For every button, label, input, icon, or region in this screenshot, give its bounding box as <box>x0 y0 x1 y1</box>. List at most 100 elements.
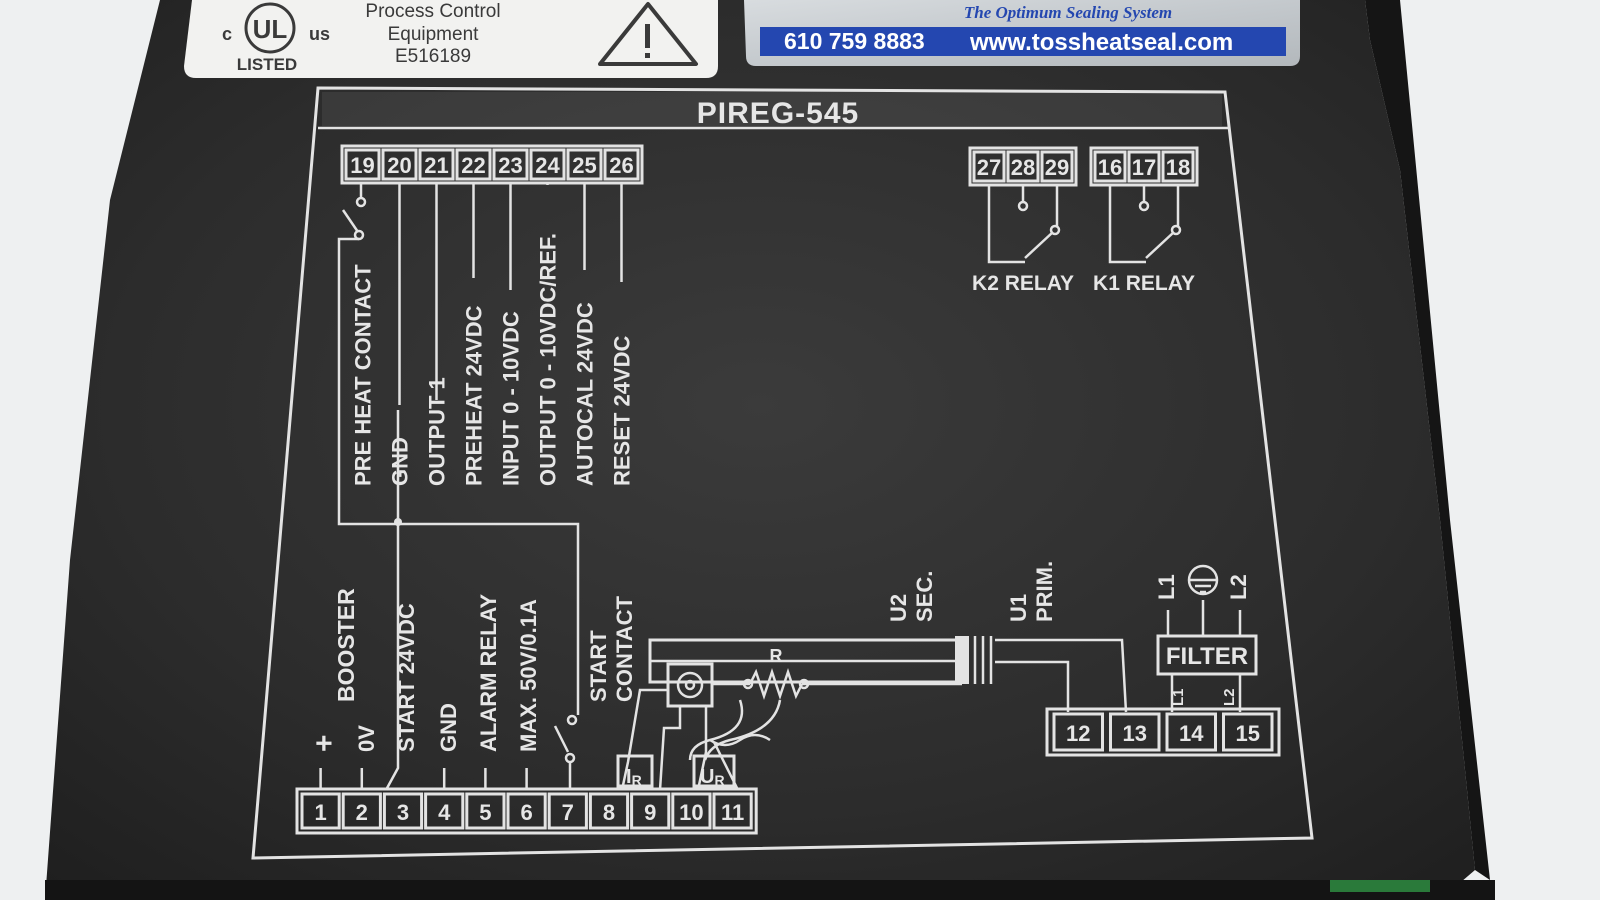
panel-title: PIREG-545 <box>697 97 859 130</box>
u2-sec-label: SEC. <box>912 571 937 622</box>
resistor-icon <box>748 668 804 700</box>
top-label: OUTPUT 0 - 10VDC/REF. <box>536 233 561 486</box>
ir-label: IR <box>626 766 642 788</box>
top-label: OUTPUT 1 <box>425 377 450 486</box>
l2-label: L2 <box>1226 574 1251 600</box>
terminal-27 <box>972 150 1006 183</box>
terminal-number: 8 <box>603 800 615 825</box>
terminal-15 <box>1222 712 1274 752</box>
terminal-13 <box>1109 712 1161 752</box>
transformer-icon <box>955 636 993 684</box>
k2-relay-node <box>1017 200 1029 212</box>
terminal-19 <box>344 148 381 181</box>
current-sensor-icon <box>676 671 704 699</box>
terminal-number: 17 <box>1132 155 1156 180</box>
terminal-24 <box>529 148 566 181</box>
terminal-number: 3 <box>397 800 409 825</box>
ul-mark: UL <box>253 14 288 44</box>
terminal-number: 15 <box>1236 721 1260 746</box>
terminal-number: 2 <box>356 800 368 825</box>
device-body <box>45 0 1495 900</box>
terminal-number: 23 <box>498 153 522 178</box>
terminal-number: 18 <box>1166 155 1190 180</box>
top-label: INPUT 0 - 10VDC <box>499 311 524 486</box>
bottom-label: START <box>586 630 611 702</box>
terminal-number: 20 <box>387 153 411 178</box>
terminal-number: 10 <box>679 800 703 825</box>
filter-label: FILTER <box>1166 643 1248 670</box>
k1-relay-node <box>1138 200 1150 212</box>
ul-sticker: c UL us LISTED Process Control Equipment… <box>184 0 718 78</box>
terminal-5 <box>465 792 506 830</box>
terminal-number: 14 <box>1179 721 1204 746</box>
k1-relay-contact-icon <box>1108 185 1146 264</box>
terminal-14 <box>1165 712 1217 752</box>
ul-line-1: Process Control <box>365 1 500 22</box>
terminal-number: 9 <box>644 800 656 825</box>
terminal-17 <box>1127 150 1161 183</box>
k1-relay-switch <box>1145 231 1175 259</box>
ur-label: UR <box>700 766 725 788</box>
bottom-label: 0V <box>354 725 379 752</box>
terminal-4 <box>424 792 465 830</box>
k2-relay-node <box>1049 224 1061 236</box>
terminal-12 <box>1052 712 1104 752</box>
terminal-number: 22 <box>461 153 485 178</box>
l1-label: L1 <box>1154 574 1179 600</box>
terminal-10 <box>671 792 712 830</box>
ul-c-mark: c <box>222 24 232 44</box>
terminal-8 <box>588 792 630 830</box>
terminal-number: 21 <box>424 153 448 178</box>
warning-triangle-icon <box>598 2 698 66</box>
terminal-number: 4 <box>438 800 451 825</box>
brand-tagline: The Optimum Sealing System <box>964 3 1172 22</box>
top-label: PREHEAT 24VDC <box>462 305 487 486</box>
terminal-number: 29 <box>1045 155 1069 180</box>
u2-label: U2 <box>886 594 911 622</box>
u1-label: U1 <box>1006 594 1031 622</box>
k2-relay-contact-icon <box>987 185 1025 264</box>
terminal-29 <box>1040 150 1074 183</box>
ul-line-2: Equipment <box>388 24 480 45</box>
k2-relay-switch <box>1024 231 1054 259</box>
terminal-number: 28 <box>1011 155 1035 180</box>
terminal-28 <box>1006 150 1040 183</box>
terminal-number: 24 <box>535 153 560 178</box>
terminal-3 <box>382 792 424 830</box>
k1-relay-node <box>1170 224 1182 236</box>
terminal-7 <box>547 792 588 830</box>
brand-band <box>760 27 1286 56</box>
brand-website: www.tossheatseal.com <box>969 29 1233 56</box>
top-terminal-labels: PRE HEAT CONTACT GND OUTPUT 1 PREHEAT 24VDC… <box>351 183 635 486</box>
top-terminal-frame <box>340 144 644 185</box>
preheat-switch-icon <box>337 184 580 715</box>
bottom-label: + <box>308 734 341 752</box>
right-terminal-frame <box>1045 707 1281 757</box>
bottom-label: BOOSTER <box>333 588 359 702</box>
terminal-number: 6 <box>520 800 532 825</box>
bottom-label: MAX. 50V/0.1A <box>516 599 541 752</box>
ul-us-mark: us <box>309 24 330 44</box>
terminal-number: 7 <box>562 800 574 825</box>
terminal-20 <box>381 148 418 181</box>
ground-icon <box>1187 564 1219 596</box>
terminal-1 <box>300 792 341 830</box>
brand-phone: 610 759 8883 <box>784 28 925 54</box>
filter-l2-label: L2 <box>1221 688 1238 706</box>
terminal-number: 25 <box>572 153 596 178</box>
terminal-11 <box>712 792 753 830</box>
top-label: PRE HEAT CONTACT <box>351 264 376 486</box>
brand-sticker: The Optimum Sealing System 610 759 8883 … <box>744 0 1300 66</box>
filter-l1-label: L1 <box>1170 688 1187 706</box>
terminal-number: 12 <box>1066 721 1090 746</box>
k2-relay-label: K2 RELAY <box>972 272 1074 295</box>
terminal-number: 1 <box>314 800 326 825</box>
top-label: RESET 24VDC <box>610 336 635 486</box>
top-label: GND <box>388 437 413 486</box>
bottom-label: GND <box>436 703 461 752</box>
terminal-16 <box>1093 150 1127 183</box>
